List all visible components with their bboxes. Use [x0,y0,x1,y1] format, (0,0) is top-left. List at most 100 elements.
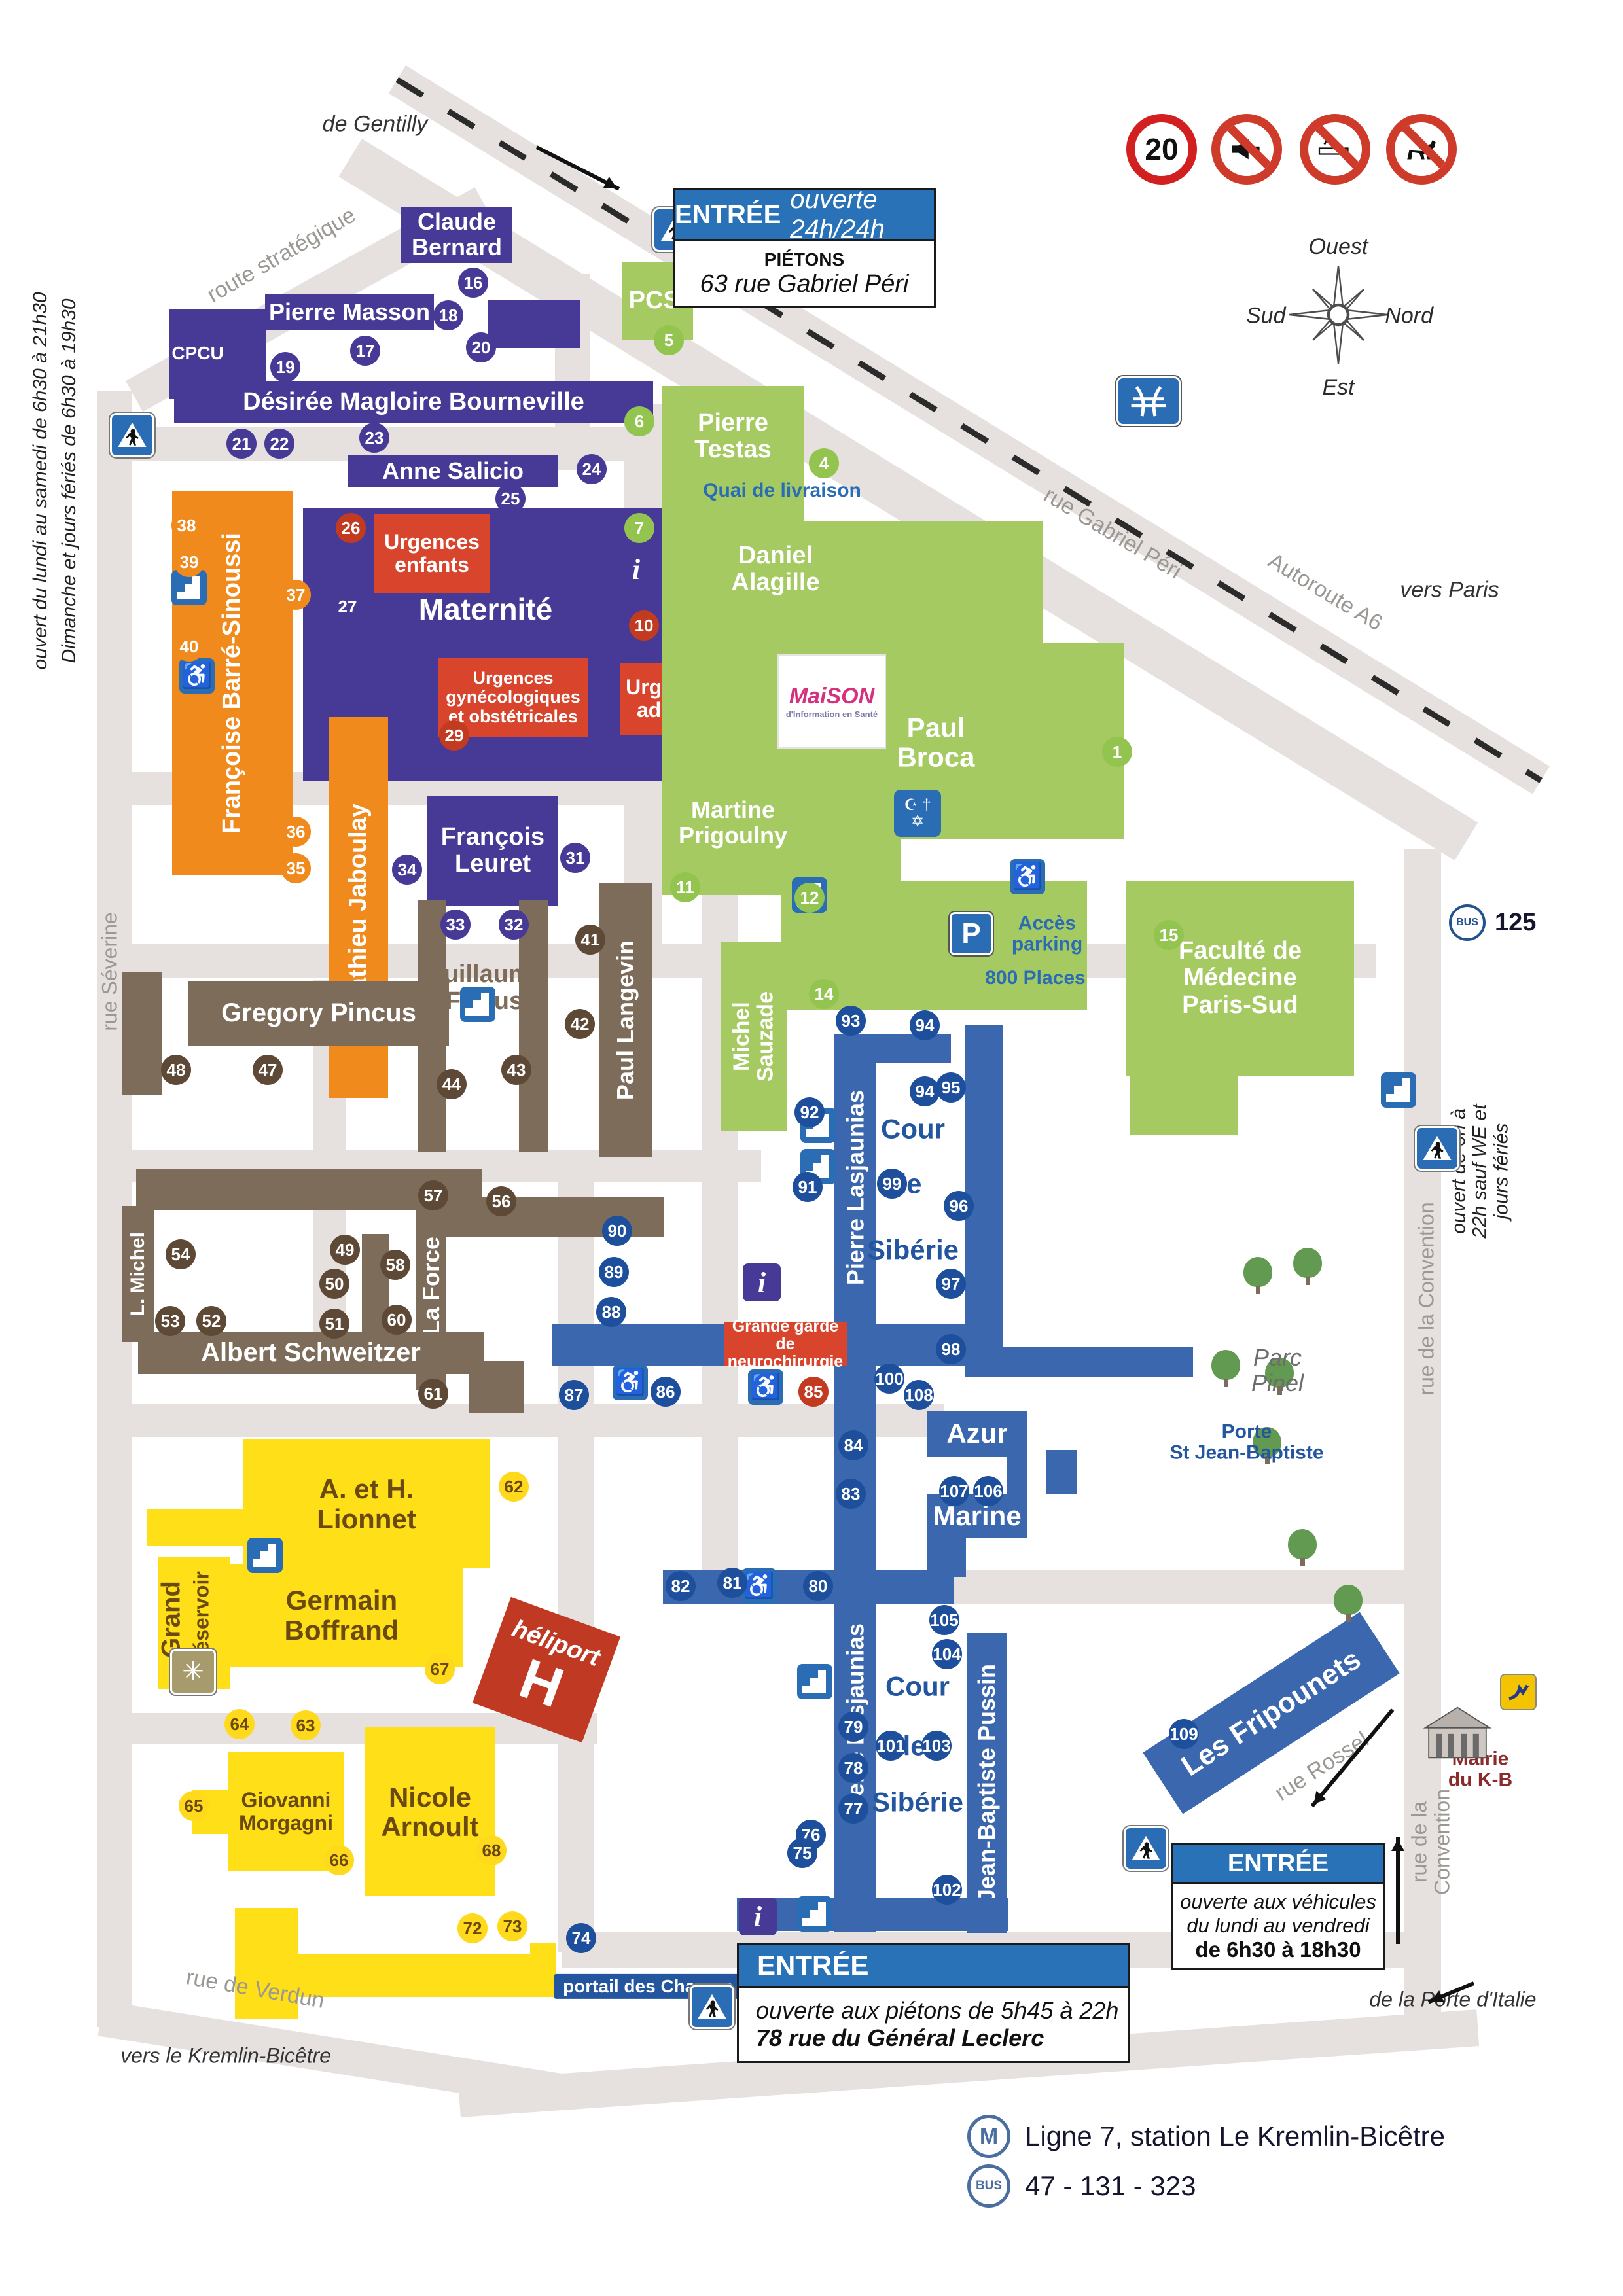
marker-17: 17 [350,336,380,366]
building-label: Françoise Barré-Sinoussi [218,532,246,834]
building-pincus-west [122,972,162,1095]
building-lionnet: A. et H. Lionnet [243,1439,490,1568]
marker-97: 97 [936,1269,966,1299]
marker-94: 94 [910,1076,940,1106]
ventilation-icon: ✳ [170,1649,216,1695]
building-annex-ne [488,300,580,348]
marker-107: 107 [939,1476,969,1506]
building-prigoulny-block [662,800,901,895]
building-court-annex [469,1361,524,1413]
pedestrian-crossing-sign [690,1985,734,2029]
marker-83: 83 [836,1479,866,1509]
marker-32: 32 [499,910,529,940]
marker-98: 98 [936,1334,966,1364]
marker-37: 37 [281,580,311,610]
legend-metro-row: M Ligne 7, station Le Kremlin-Bicêtre [967,2115,1445,2158]
building-siberie-east-arm [965,1347,1193,1377]
marker-60: 60 [382,1305,412,1335]
stairs-icon [247,1538,283,1573]
marker-72: 72 [457,1913,488,1943]
marker-52: 52 [196,1306,226,1336]
marker-74: 74 [566,1923,596,1953]
place-of-worship-icon: ☪ †✡ [894,790,941,837]
marker-50: 50 [319,1269,349,1299]
map-label: Martine Prigoulny [678,796,788,849]
map-label: vers le Kremlin-Bicêtre [120,2043,331,2068]
building-lionnet-west [147,1509,246,1546]
tree-icon [1253,1427,1281,1464]
marker-68: 68 [476,1835,507,1865]
stairs-icon [797,1664,832,1699]
marker-86: 86 [651,1377,681,1407]
building-label: L. Michel [126,1231,149,1316]
building-michel-sauzade: Michel Sauzade [721,942,787,1131]
marker-33: 33 [440,910,471,940]
maison-logo-title: MaiSON [789,684,875,709]
entrance-vehicles-header: ENTRÉE [1173,1845,1383,1884]
entrance-24h-box: ENTRÉE ouverte 24h/24h PIÉTONS 63 rue Ga… [673,185,936,308]
motorway-sign [1116,376,1181,426]
entrance-24h-hours: ouverte 24h/24h [790,185,885,243]
building-label: A. et H. Lionnet [317,1474,416,1534]
entrance-24h-title: ENTRÉE [675,200,781,229]
building-ferrus-east [519,900,548,1152]
building-l-michel: L. Michel [122,1206,154,1342]
comp ass-east-label: Est [1322,375,1355,400]
marker-93: 93 [836,1006,866,1036]
pedestrian-crossing-sign [110,413,154,457]
building-label: Grande garde de neurochirurgie [727,1316,844,1371]
entrance-pedestrians-title: ENTRÉE [757,1950,869,1981]
building-label: François Leuret [440,822,545,877]
pedestrian-crossing-sign [1415,1126,1459,1171]
marker-41: 41 [575,925,605,955]
entrance-24h-pietons: PIÉTONS [764,249,845,270]
marker-18: 18 [433,300,463,330]
building-morgagni: Giovanni Morgagni [228,1752,344,1871]
building-label: Faculté de Médecine Paris-Sud [1179,937,1302,1019]
marker-90: 90 [602,1216,632,1246]
marker-43: 43 [501,1055,531,1085]
building-ferrus-west [418,900,446,1152]
marker-35: 35 [281,853,311,883]
cigarette-icon [1318,135,1349,155]
building-grande-garde: Grande garde de neurochirurgie [724,1317,847,1370]
compass-north-label: Nord [1385,303,1433,328]
entrance-pedestrians-body: ouverte aux piétons de 5h45 à 22h 78 rue… [739,1988,1128,2061]
marker-88: 88 [596,1297,626,1327]
entrance-vehicles-box: ENTRÉE ouverte aux véhicules du lundi au… [1171,1843,1385,1970]
marker-15: 15 [1154,920,1184,950]
horn-icon [1232,139,1260,160]
marker-103: 103 [921,1731,952,1761]
marker-21: 21 [226,429,257,459]
marker-5: 5 [654,325,684,355]
marker-99: 99 [877,1169,907,1199]
marker-56: 56 [486,1186,516,1216]
town-hall-icon [1421,1705,1493,1760]
marker-47: 47 [253,1055,283,1085]
marker-94: 94 [910,1010,940,1040]
map-label: Quai de livraison [703,479,861,501]
marker-66: 66 [324,1845,354,1875]
building-label: Germain Boffrand [284,1585,399,1646]
wheelchair-icon: ♿ [748,1369,783,1405]
wheelchair-icon: ♿ [1010,859,1045,894]
map-label: rue Séverine [98,912,122,1031]
building-urgences-gyneco: Urgences gynécologiques et obstétricales [438,658,588,737]
building-label: Désirée Magloire Bourneville [243,388,584,416]
marker-23: 23 [359,423,389,453]
bus-icon: BUS [967,2164,1010,2208]
marker-10: 10 [629,610,659,641]
building-boffrand: Germain Boffrand [220,1564,463,1667]
road-segment [954,1570,1407,1604]
marker-4: 4 [809,448,839,478]
marker-79: 79 [838,1712,868,1742]
tree-icon [1243,1257,1272,1294]
speed-limit-value: 20 [1145,132,1179,166]
marker-106: 106 [973,1476,1003,1506]
marker-81: 81 [717,1568,747,1598]
marker-29: 29 [439,720,469,751]
building-label: Claude Bernard [411,208,503,260]
marker-92: 92 [794,1097,825,1127]
marker-73: 73 [497,1911,527,1941]
marker-85: 85 [798,1377,829,1407]
